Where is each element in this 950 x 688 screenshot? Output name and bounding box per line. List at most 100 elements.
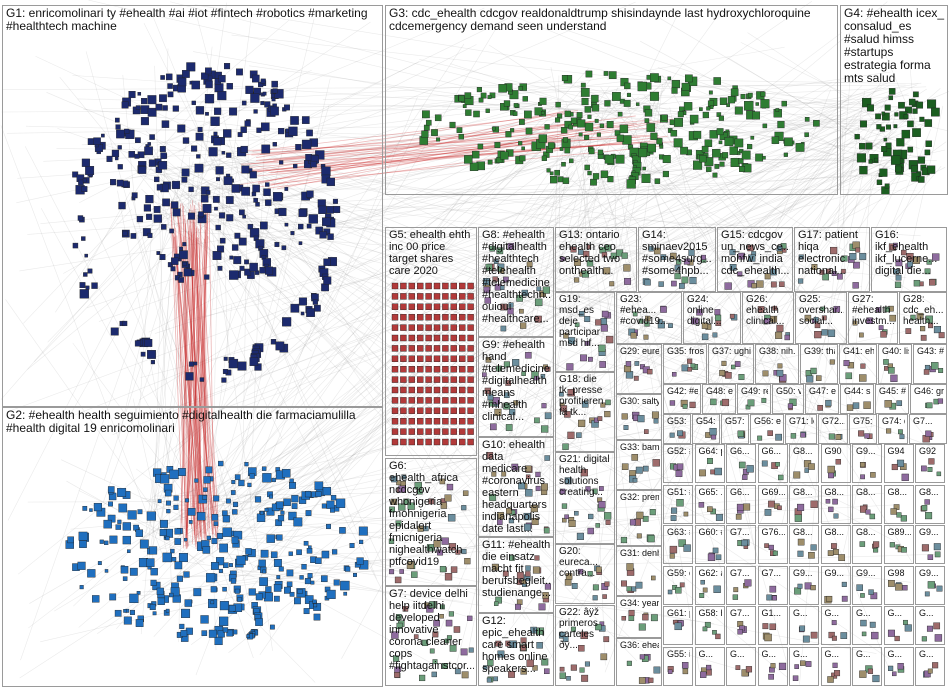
edge bbox=[187, 18, 315, 547]
g1-ring-node bbox=[85, 285, 90, 290]
edge bbox=[249, 97, 418, 509]
g1-ring-node bbox=[84, 253, 88, 258]
edge bbox=[642, 91, 658, 149]
edge bbox=[201, 211, 379, 395]
edge-strong bbox=[240, 118, 674, 185]
edge-strong bbox=[195, 208, 203, 540]
g1-node bbox=[205, 111, 209, 116]
g1-node bbox=[135, 137, 141, 143]
group-box-g71: G71: letter bbox=[785, 414, 817, 444]
edge bbox=[909, 62, 920, 172]
edge bbox=[202, 213, 907, 279]
g1-node bbox=[181, 176, 188, 183]
group-box-gx-5_6: G... bbox=[852, 646, 882, 686]
edge bbox=[189, 504, 896, 543]
g1-ring-node bbox=[249, 357, 259, 366]
g1-node bbox=[142, 228, 151, 237]
edge bbox=[188, 148, 831, 562]
group-box-g27: G27: #ehealth investm... bbox=[848, 292, 898, 344]
group-label: G9... bbox=[919, 567, 939, 578]
group-box-g65: G65: ... bbox=[694, 484, 725, 524]
edge bbox=[849, 174, 873, 419]
g2-node bbox=[194, 478, 199, 483]
edge-strong bbox=[172, 232, 188, 547]
edge bbox=[397, 159, 891, 391]
group-label: G8: #ehealth #digitalhealth #healthtech … bbox=[482, 229, 551, 325]
group-box-g63: G63: #e... bbox=[663, 525, 693, 564]
g2-node bbox=[286, 581, 293, 588]
edge bbox=[557, 166, 885, 323]
edge bbox=[20, 161, 194, 661]
group-label: G1... bbox=[761, 608, 782, 618]
edge bbox=[842, 128, 851, 676]
g2-node bbox=[259, 577, 268, 586]
g1-node bbox=[162, 105, 168, 111]
g1-node bbox=[148, 159, 157, 167]
edge bbox=[204, 181, 734, 343]
edge bbox=[450, 63, 565, 101]
edge-strong bbox=[174, 237, 202, 537]
group-box-gx-4_4: G... bbox=[789, 606, 819, 645]
g2-node bbox=[188, 520, 193, 524]
edge-strong bbox=[196, 239, 202, 533]
g1-node bbox=[271, 80, 278, 88]
group-label: G42: #ehe... bbox=[667, 386, 698, 396]
g1-node bbox=[219, 237, 226, 244]
g2-node bbox=[139, 539, 149, 549]
edge bbox=[748, 80, 893, 137]
group-box-g51: G51: #eh... bbox=[663, 484, 693, 524]
edge bbox=[144, 178, 588, 240]
g1-node bbox=[215, 224, 221, 231]
g1-node bbox=[125, 129, 135, 139]
edge bbox=[579, 127, 614, 265]
group-label: G98 bbox=[887, 567, 905, 578]
g1-node bbox=[195, 132, 204, 141]
g1-node bbox=[171, 257, 179, 265]
edge bbox=[133, 223, 235, 520]
g2-node bbox=[238, 479, 245, 487]
group-label: G63: #e... bbox=[667, 527, 690, 537]
g1-node bbox=[298, 208, 307, 218]
group-label: G8... bbox=[856, 486, 876, 497]
g1-node bbox=[241, 165, 250, 174]
group-box-gx-5_5: G... bbox=[820, 646, 851, 686]
edge bbox=[159, 46, 213, 539]
edge bbox=[582, 155, 770, 386]
g1-node bbox=[149, 134, 155, 140]
g1-ring-node bbox=[165, 73, 173, 81]
g2-node bbox=[165, 608, 170, 613]
g2-node bbox=[184, 498, 189, 503]
group-label: G9... bbox=[793, 567, 813, 578]
g1-node bbox=[106, 155, 113, 162]
g1-node bbox=[258, 81, 264, 88]
edge bbox=[472, 85, 890, 274]
g1-node bbox=[223, 129, 232, 138]
edge-strong bbox=[188, 231, 199, 538]
g1-ring-node bbox=[140, 351, 146, 357]
g1-ring-node bbox=[205, 67, 212, 75]
g1-ring-node bbox=[222, 369, 228, 374]
edge bbox=[146, 167, 877, 519]
g1-node bbox=[271, 97, 276, 102]
group-label: G7... bbox=[730, 567, 750, 578]
edge bbox=[54, 117, 874, 612]
group-box-gx-4_5: G... bbox=[820, 606, 851, 645]
group-label: G9: #ehealth hand #telemedicine #digital… bbox=[482, 339, 550, 423]
group-box-g31: G31: denhlj #ehealth emweekl... bbox=[616, 546, 662, 596]
g1-node bbox=[278, 207, 287, 216]
g1-node bbox=[226, 152, 232, 158]
group-box-g68: G6... bbox=[726, 484, 756, 524]
g1-node bbox=[226, 214, 234, 222]
g1-node bbox=[259, 221, 268, 230]
g2-node bbox=[223, 562, 229, 568]
edge bbox=[188, 209, 703, 325]
edge bbox=[179, 130, 554, 561]
edge bbox=[528, 127, 593, 555]
group-box-g86: G8... bbox=[789, 525, 819, 564]
edge bbox=[186, 149, 946, 321]
g1-node bbox=[117, 164, 123, 170]
g1-node bbox=[221, 151, 226, 155]
g1-node bbox=[171, 201, 179, 209]
g1-node bbox=[153, 214, 162, 223]
